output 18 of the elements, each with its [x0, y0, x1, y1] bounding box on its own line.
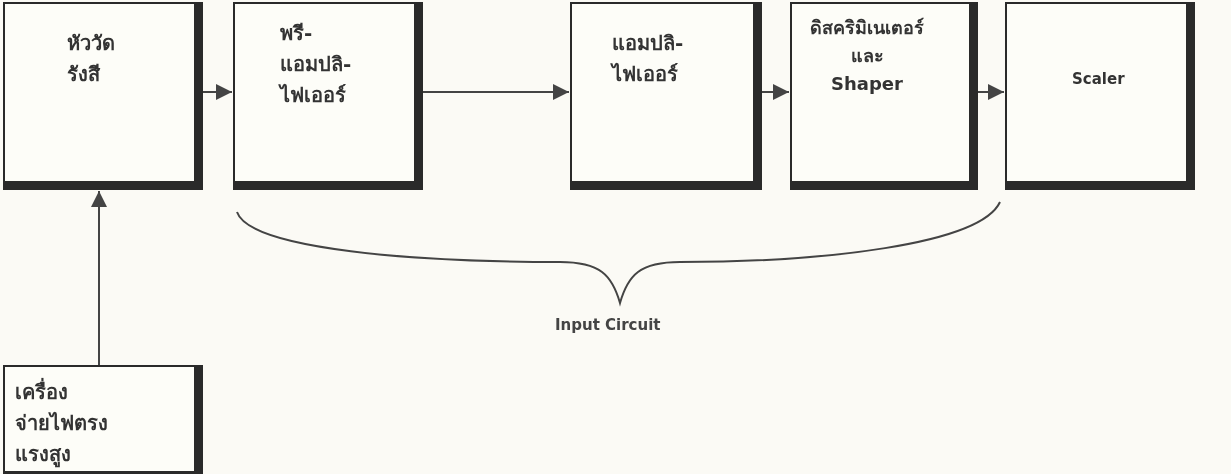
arrow	[422, 84, 570, 100]
box-label: เครื่อง จ่ายไฟตรง แรงสูง	[15, 377, 108, 470]
box-label: พรี- แอมปลิ- ไฟเออร์	[280, 20, 352, 109]
process-box	[1005, 2, 1195, 190]
brace-label: Input Circuit	[555, 316, 661, 334]
process-box	[233, 2, 423, 190]
box-label: Scaler	[1072, 69, 1125, 90]
arrow	[91, 190, 107, 366]
arrow	[202, 84, 233, 100]
arrow	[977, 84, 1005, 100]
arrow	[761, 84, 790, 100]
process-box	[570, 2, 762, 190]
box-label: หัววัด รังสี	[67, 30, 115, 88]
box-label: ดิสคริมิเนเตอร์ และ Shaper	[810, 16, 924, 96]
process-box	[3, 365, 203, 474]
process-box	[790, 2, 978, 190]
process-box	[3, 2, 203, 190]
box-label: แอมปลิ- ไฟเออร์	[612, 30, 684, 88]
